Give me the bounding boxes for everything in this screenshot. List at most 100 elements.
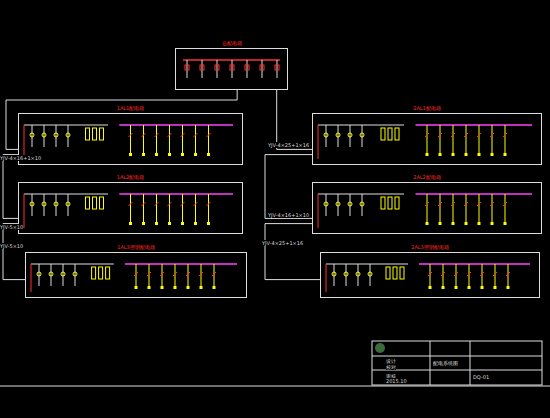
feeder [68,125,69,147]
terminal [142,153,145,156]
terminal [429,286,432,289]
ct [86,197,90,209]
feeder [362,194,363,216]
ct [93,128,97,140]
busbar [318,193,404,194]
terminal [439,222,442,225]
breaker [480,272,484,276]
breaker [129,133,133,137]
busbar [119,124,233,126]
branch [195,194,196,224]
cable [277,90,312,149]
branch [130,194,131,224]
meter [336,202,340,206]
breaker [464,133,468,137]
branch [162,264,163,288]
breaker [275,65,279,70]
terminal [174,286,177,289]
terminal [187,286,190,289]
title-block-text: 2015.10 [386,378,407,384]
terminal [439,153,442,156]
meter [360,133,364,137]
breaker [490,202,494,206]
meter [356,272,360,276]
branch [156,125,157,155]
feeder [370,264,371,286]
feeder [358,264,359,286]
terminal [155,222,158,225]
meter [73,272,77,276]
feeder [187,60,188,78]
terminal [181,222,184,225]
branch [430,264,431,288]
breaker [506,272,510,276]
cable-spec: YJV-4×16+1×10 [0,155,41,161]
breaker [129,202,133,206]
distribution-panel: 1AL1配电箱 [18,113,243,165]
incomer [318,125,319,159]
cable-spec: YJV-5×10 [0,243,23,249]
terminal [194,222,197,225]
busbar [24,193,108,194]
panel-title: 1AL1配电箱 [19,105,242,111]
title-grid [430,341,431,385]
branch [169,194,170,224]
meter [332,272,336,276]
meter [54,133,58,137]
branch [143,194,144,224]
branch [453,194,454,224]
feeder [56,125,57,147]
terminal [452,222,455,225]
busbar [416,124,533,126]
breaker [155,202,159,206]
feeder [51,264,52,286]
incomer [24,125,25,159]
panel-title: 2AL3照明配电箱 [321,244,539,250]
breaker [185,65,189,70]
breaker [212,272,216,276]
busbar [318,124,404,125]
branch [453,125,454,155]
terminal [181,153,184,156]
terminal [504,222,507,225]
ct [93,197,97,209]
breaker [199,272,203,276]
branch [214,264,215,288]
breaker [490,133,494,137]
ct [106,267,110,279]
ct [388,128,392,140]
branch [169,125,170,155]
feeder [338,125,339,147]
meter [61,272,65,276]
panel-title: 2AL2配电箱 [313,174,541,180]
terminal [504,153,507,156]
title-block [372,341,542,385]
terminal [142,222,145,225]
feeder [75,264,76,286]
feeder [334,264,335,286]
terminal [478,153,481,156]
title-block-text: 配电系统图 [433,360,458,366]
distribution-panel: 1AL3照明配电箱 [25,252,247,298]
breaker [245,65,249,70]
breaker [441,272,445,276]
meter [368,272,372,276]
branch [427,125,428,155]
terminal [481,286,484,289]
title-block-text: 校对 [386,364,396,370]
feeder [362,125,363,147]
breaker [451,133,455,137]
branch [482,264,483,288]
terminal [207,222,210,225]
cable [6,90,237,149]
meter [54,202,58,206]
branch [427,194,428,224]
cable [3,224,25,280]
feeder [247,60,248,78]
terminal [478,222,481,225]
panel-title: 1AL3照明配电箱 [26,244,246,250]
ct [395,197,399,209]
terminal [426,153,429,156]
title-grid [372,370,542,371]
